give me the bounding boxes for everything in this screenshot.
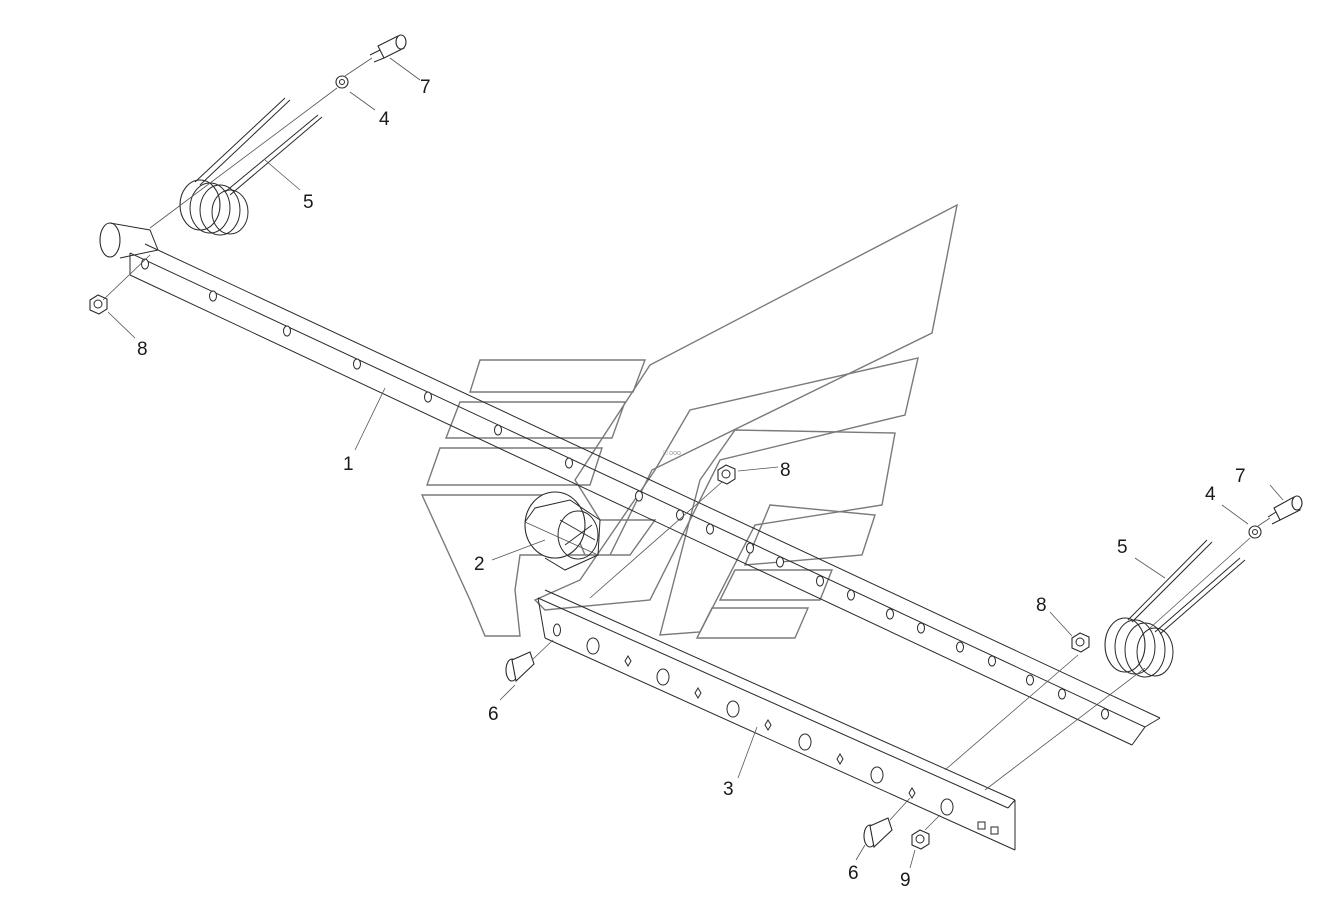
carriage-bolt-part-6-bottom [863, 817, 893, 849]
washer-part-4-top [335, 75, 349, 89]
assembly-guide-lines [102, 57, 1271, 831]
label-part-8-center: 8 [780, 460, 791, 481]
label-part-7-right: 7 [1235, 466, 1246, 487]
lower-bar-holes [553, 623, 999, 835]
carriage-bolt-part-6-left [505, 651, 535, 683]
angle-bar-part-3 [537, 589, 1016, 851]
part-labels: 1 2 3 4 4 5 5 6 6 7 7 8 8 8 9 [137, 77, 1246, 891]
washer-part-4-right [1248, 525, 1262, 539]
label-part-7-top: 7 [420, 77, 431, 98]
bolt-part-7-top [369, 34, 407, 63]
nut-part-9 [911, 829, 930, 850]
label-part-5-right: 5 [1117, 537, 1128, 558]
label-part-3: 3 [723, 779, 734, 800]
label-part-1: 1 [343, 454, 354, 475]
nut-part-8-left [89, 294, 108, 315]
leader-lines [107, 57, 1284, 869]
angle-bar-part-1 [99, 222, 1161, 746]
spring-part-5-right [1104, 539, 1246, 678]
spring-part-5-left [179, 97, 323, 236]
angle-bar-holes [141, 258, 1109, 720]
nut-part-8-right [1071, 632, 1090, 653]
label-part-5-left: 5 [303, 192, 314, 213]
label-part-4-top: 4 [379, 109, 390, 130]
label-part-6-bottom: 6 [848, 863, 859, 884]
bushing-part-2 [524, 491, 601, 571]
label-part-4-right: 4 [1205, 484, 1216, 505]
label-part-8-right: 8 [1036, 595, 1047, 616]
label-part-8-left: 8 [137, 339, 148, 360]
bolt-part-7-right [1267, 495, 1303, 525]
watermark-logo: □ ooo [420, 203, 958, 639]
svg-text:□ ooo: □ ooo [663, 450, 681, 457]
label-part-6-left: 6 [488, 704, 499, 725]
label-part-9: 9 [900, 870, 911, 891]
label-part-2: 2 [474, 554, 485, 575]
nut-part-8-center [717, 464, 736, 485]
